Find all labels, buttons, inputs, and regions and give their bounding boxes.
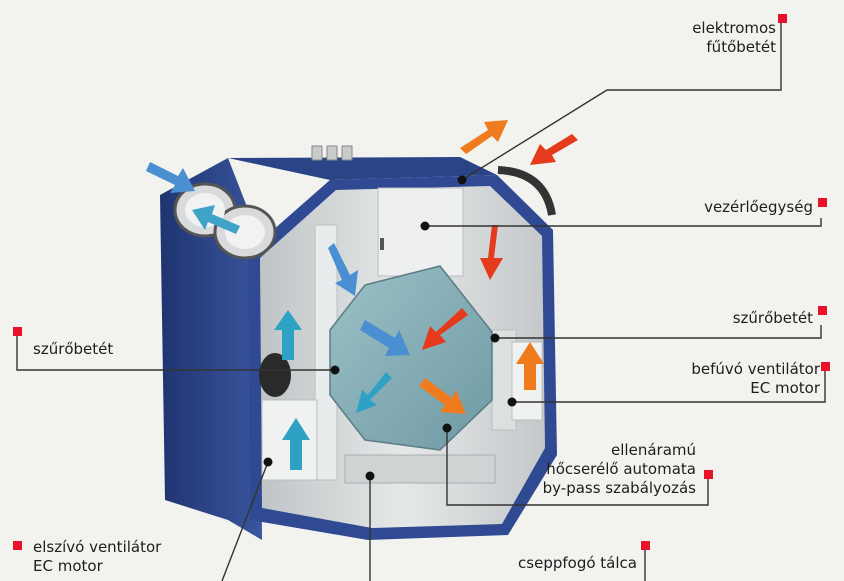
label-control-unit: vezérlőegység	[704, 198, 813, 217]
label-drip-tray: cseppfogó tálca	[518, 554, 637, 573]
label-heater-line1: elektromos	[692, 19, 776, 38]
control-unit-slot	[380, 238, 384, 250]
label-exchanger-line2: hőcserélő automata	[543, 460, 696, 479]
red-square-marker-icon	[704, 470, 713, 479]
label-heater: elektromos fűtőbetét	[692, 19, 776, 57]
red-square-marker-icon	[818, 306, 827, 315]
label-supply-fan-line1: befúvó ventilátor	[691, 360, 820, 379]
top-fittings	[312, 146, 352, 160]
red-square-marker-icon	[818, 198, 827, 207]
label-heater-line2: fűtőbetét	[692, 38, 776, 57]
label-filter-left: szűrőbetét	[33, 340, 113, 359]
label-exchanger: ellenáramú hőcserélő automata by-pass sz…	[543, 441, 696, 498]
red-square-marker-icon	[641, 541, 650, 550]
label-exhaust-fan-line2: EC motor	[33, 557, 161, 576]
label-supply-fan-line2: EC motor	[691, 379, 820, 398]
label-filter-right: szűrőbetét	[733, 309, 813, 328]
label-exhaust-fan: elszívó ventilátor EC motor	[33, 538, 161, 576]
red-square-marker-icon	[778, 14, 787, 23]
red-square-marker-icon	[821, 362, 830, 371]
red-square-marker-icon	[13, 327, 22, 336]
label-exhaust-fan-line1: elszívó ventilátor	[33, 538, 161, 557]
label-exchanger-line1: ellenáramú	[543, 441, 696, 460]
control-unit-box	[378, 188, 463, 276]
label-supply-fan: befúvó ventilátor EC motor	[691, 360, 820, 398]
label-exchanger-line3: by-pass szabályozás	[543, 479, 696, 498]
red-square-marker-icon	[13, 541, 22, 550]
